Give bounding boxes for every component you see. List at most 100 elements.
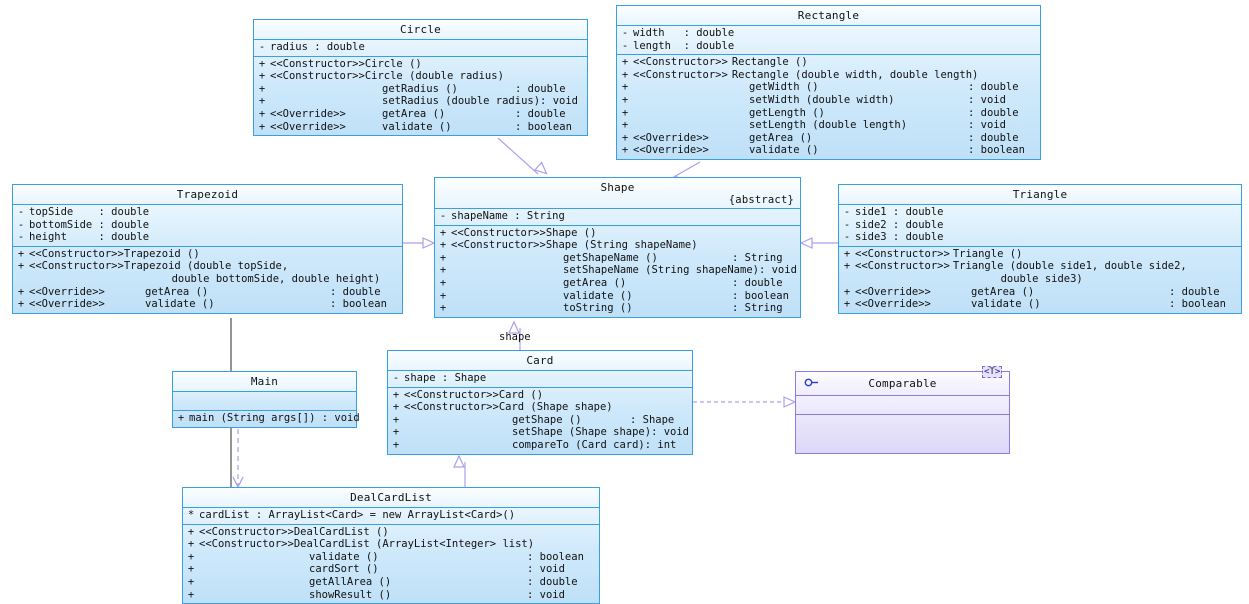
visibility-marker: - (621, 27, 629, 39)
class-operations-trapezoid: + <<Constructor>> Trapezoid () + <<Const… (13, 245, 402, 313)
class-name-triangle: Triangle (839, 185, 1241, 204)
return-type: : void (527, 588, 565, 601)
interface-lollipop-icon (804, 377, 820, 390)
stereotype-label: <<Constructor>> (270, 70, 365, 83)
stereotype-label: <<Constructor>> (855, 260, 950, 273)
visibility-marker: + (187, 588, 195, 601)
class-box-shape[interactable]: Shape {abstract} - shapeName : String + … (434, 177, 801, 318)
member-signature: Card () (498, 388, 544, 401)
return-type: : void (540, 95, 578, 108)
class-box-rectangle[interactable]: Rectangle - width : double - length : do… (616, 5, 1041, 160)
class-box-main[interactable]: Main + main (String args[]) : void (172, 371, 360, 428)
member-signature: bottomSide : double (29, 218, 150, 231)
visibility-marker: - (843, 218, 851, 231)
class-attributes-rectangle: - width : double - length : double (617, 25, 1040, 54)
class-operations-shape: + <<Constructor>> Shape () + <<Construct… (435, 224, 800, 317)
operation-row: + <<Override>> getArea () : double (617, 132, 1040, 145)
stereotype-label (451, 302, 563, 315)
visibility-marker: + (392, 401, 400, 414)
stereotype-label (404, 439, 512, 452)
operation-row: + <<Constructor>> Triangle (double side1… (839, 260, 1241, 273)
stereotype-label: <<Constructor>> (199, 525, 294, 538)
return-type: : void (968, 93, 1006, 106)
visibility-marker: + (392, 426, 400, 439)
return-type: : boolean (732, 289, 789, 302)
operation-row: + getLength () : double (617, 107, 1040, 120)
class-box-triangle[interactable]: Triangle - side1 : double - side2 : doub… (838, 184, 1242, 314)
visibility-marker: + (439, 226, 447, 239)
member-signature: Rectangle (double width, double length) (731, 68, 979, 81)
return-type: : void (651, 426, 690, 439)
member-signature: side2 : double (855, 218, 944, 231)
stereotype-label: <<Override>> (633, 131, 709, 144)
class-name-text: Shape (600, 181, 635, 194)
class-attributes-dealcardlist: * cardList : ArrayList<Card> = new Array… (183, 507, 599, 524)
visibility-marker: + (258, 57, 266, 70)
operation-row: + getWidth () : double (617, 81, 1040, 94)
visibility-marker: + (258, 70, 266, 83)
operation-row: + showResult () : void (183, 589, 599, 602)
member-signature: setLength (double length) (749, 119, 908, 132)
operation-row: + <<Override>> getArea () : double (254, 108, 587, 121)
visibility-marker (13, 273, 29, 286)
class-name-rectangle: Rectangle (617, 6, 1040, 25)
interface-box-comparable[interactable]: Comparable (795, 371, 1010, 454)
visibility-marker: + (187, 525, 195, 538)
class-box-circle[interactable]: Circle - radius : double + <<Constructor… (253, 19, 588, 137)
abstract-modifier: {abstract} (728, 194, 794, 206)
class-box-card[interactable]: Card - shape : Shape + <<Constructor>> C… (387, 350, 693, 455)
member-signature: showResult () (309, 588, 392, 601)
stereotype-label: <<Override>> (855, 298, 931, 311)
operation-row: + <<Constructor>> DealCardList (ArrayLis… (183, 538, 599, 551)
stereotype-label: <<Override>> (855, 285, 931, 298)
operation-row: + setShapeName (String shapeName) : void (435, 264, 800, 277)
class-box-dealcardlist[interactable]: DealCardList * cardList : ArrayList<Card… (182, 487, 600, 604)
visibility-marker: + (439, 264, 447, 277)
attribute-row: - width : double (617, 27, 1040, 40)
class-box-trapezoid[interactable]: Trapezoid - topSide : double - bottomSid… (12, 184, 403, 314)
member-signature: Trapezoid (double topSide, (123, 260, 289, 273)
visibility-marker: + (392, 413, 400, 426)
operation-row: + <<Constructor>> Trapezoid () (13, 248, 402, 261)
visibility-marker: - (392, 372, 400, 384)
return-type: : void (758, 264, 797, 277)
attribute-row: - shape : Shape (388, 372, 692, 385)
operation-row: + <<Constructor>> Shape () (435, 227, 800, 240)
class-operations-card: + <<Constructor>> Card () + <<Constructo… (388, 386, 692, 454)
attribute-row: - radius : double (254, 41, 587, 54)
visibility-marker: - (843, 231, 851, 244)
return-type: : double (1169, 285, 1220, 298)
visibility-marker: + (439, 289, 447, 302)
stereotype-label (451, 277, 563, 290)
visibility-marker: - (621, 39, 629, 52)
member-signature: validate () (971, 298, 1041, 311)
return-type: : boolean (1169, 298, 1226, 311)
class-operations-rectangle: + <<Constructor>> Rectangle () + <<Const… (617, 54, 1040, 159)
member-signature: topSide : double (29, 206, 150, 218)
visibility-marker: + (392, 438, 400, 451)
member-signature: getArea () (749, 131, 813, 144)
return-type: : void (527, 563, 565, 576)
visibility-marker: + (843, 260, 851, 273)
visibility-marker: + (258, 120, 266, 133)
return-type: : void (968, 119, 1006, 132)
stereotype-label (451, 264, 563, 277)
interface-operations-comparable (796, 414, 1009, 453)
class-attributes-shape: - shapeName : String (435, 208, 800, 225)
operation-row: + <<Override>> validate () : boolean (254, 121, 587, 134)
stereotype-label: <<Override>> (270, 107, 346, 120)
relation-rectangle-to-shape (668, 161, 701, 187)
member-signature: getAllArea () (309, 575, 392, 588)
operation-row: + validate () : boolean (183, 551, 599, 564)
stereotype-label (199, 589, 309, 602)
stereotype-label: <<Constructor>> (451, 226, 546, 239)
member-signature: Trapezoid () (123, 247, 200, 260)
edge-label-shape: shape (499, 331, 531, 343)
class-name-dealcardlist: DealCardList (183, 488, 599, 507)
operation-row: + <<Constructor>> Shape (String shapeNam… (435, 239, 800, 252)
visibility-marker: + (621, 56, 629, 69)
operation-row: + <<Constructor>> Rectangle (double widt… (617, 69, 1040, 82)
return-type: : boolean (527, 550, 584, 563)
class-operations-main: + main (String args[]) : void (173, 410, 360, 427)
